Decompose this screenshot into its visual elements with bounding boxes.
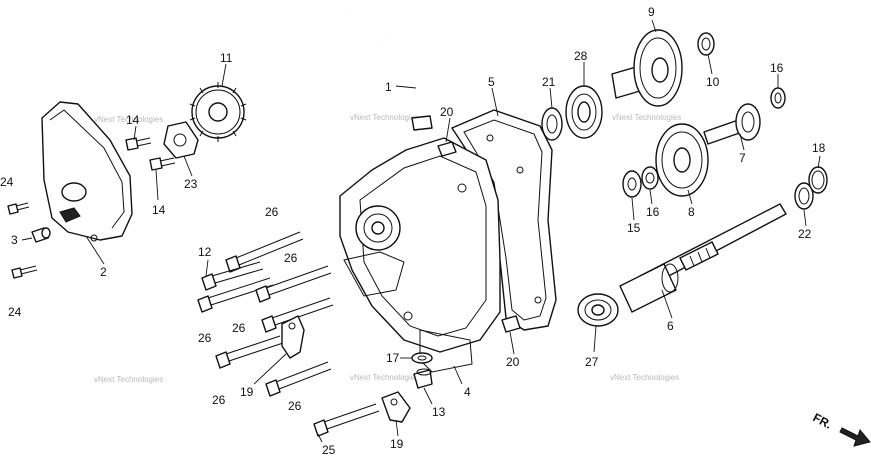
thrust-washer-16-upper (770, 87, 786, 109)
callout-21: 21 (542, 75, 556, 89)
washer-22 (794, 182, 814, 210)
callout-26-bottom: 26 (288, 399, 302, 413)
callout-23: 23 (184, 177, 198, 191)
output-gear-8 (655, 123, 709, 197)
watermark: vNext Technologies (350, 113, 419, 122)
mainshaft-6 (619, 203, 787, 313)
callout-2: 2 (100, 265, 107, 279)
callout-19-left: 19 (240, 385, 254, 399)
drain-bolt-13 (413, 368, 433, 389)
ball-bearing-28 (565, 85, 603, 139)
watermark: vNext Technologies (94, 375, 163, 384)
callout-26-center: 26 (232, 321, 246, 335)
bolt-24-lower (11, 265, 38, 279)
ball-bearing-27 (577, 293, 619, 327)
callout-12: 12 (198, 245, 212, 259)
front-label: FR. (811, 410, 835, 431)
callout-27: 27 (585, 355, 599, 369)
callout-labels: 1 2 3 4 5 6 7 8 9 10 11 12 13 14 14 15 1… (0, 5, 826, 457)
transmission-case (339, 137, 501, 373)
watermark: vNext Technologies (610, 373, 679, 382)
callout-17: 17 (386, 351, 400, 365)
callout-26-left: 26 (198, 331, 212, 345)
bolt-14-lower (149, 157, 176, 171)
callout-5: 5 (488, 75, 495, 89)
chain-cover (41, 101, 133, 242)
callout-16-upper: 16 (770, 61, 784, 75)
callout-24-lower: 24 (8, 305, 22, 319)
callout-10: 10 (706, 75, 720, 89)
countershaft-7 (703, 103, 761, 145)
callout-20-upper: 20 (440, 105, 454, 119)
front-arrow-icon (839, 427, 871, 447)
bolt-14-upper (125, 137, 152, 151)
callout-26-mid: 26 (284, 251, 298, 265)
bolt-24-upper (7, 202, 30, 215)
callout-14-lower: 14 (152, 203, 166, 217)
callout-9: 9 (648, 5, 655, 19)
callout-3: 3 (11, 233, 18, 247)
callout-16-lower: 16 (646, 205, 660, 219)
callout-1: 1 (385, 80, 392, 94)
leader-lines (21, 19, 821, 443)
callout-24-upper: 24 (0, 175, 14, 189)
front-direction-indicator: FR. (811, 410, 871, 447)
oil-seal-21 (541, 107, 563, 141)
thrust-washer-15 (622, 170, 642, 198)
callout-8: 8 (688, 205, 695, 219)
callout-19-bottom: 19 (390, 437, 404, 451)
callout-7: 7 (739, 151, 746, 165)
callout-15: 15 (627, 221, 641, 235)
cable-clamp-upper (281, 315, 305, 359)
thrust-washer-10 (697, 32, 715, 56)
cable-clamp-lower (381, 391, 411, 423)
callout-26-top: 26 (265, 205, 279, 219)
callout-13: 13 (432, 405, 446, 419)
callout-18: 18 (812, 141, 826, 155)
dowel-pin-lower (501, 315, 521, 333)
thrust-washer-16-lower (641, 166, 659, 190)
callout-11: 11 (220, 51, 233, 65)
plug-3 (31, 227, 51, 243)
dowel-pin-upper (437, 141, 457, 157)
sprocket-plate-23 (163, 121, 199, 159)
callout-25: 25 (322, 443, 336, 457)
callout-4: 4 (464, 385, 471, 399)
breather-tube (344, 8, 433, 131)
case-bolts (197, 231, 380, 437)
callout-6: 6 (667, 319, 674, 333)
callout-14-upper: 14 (126, 113, 140, 127)
watermark: vNext Technologies (350, 373, 419, 382)
drive-sprocket-11 (189, 82, 247, 142)
watermarks: vNext Technologies vNext Technologies vN… (94, 113, 681, 384)
callout-20-lower: 20 (506, 355, 520, 369)
callout-26-lower-left: 26 (212, 393, 226, 407)
callout-22: 22 (798, 227, 812, 241)
callout-28: 28 (574, 49, 588, 63)
watermark: vNext Technologies (94, 115, 163, 124)
countershaft-gear-9 (611, 29, 683, 107)
watermark: vNext Technologies (612, 113, 681, 122)
sealing-washer-17 (411, 352, 433, 364)
